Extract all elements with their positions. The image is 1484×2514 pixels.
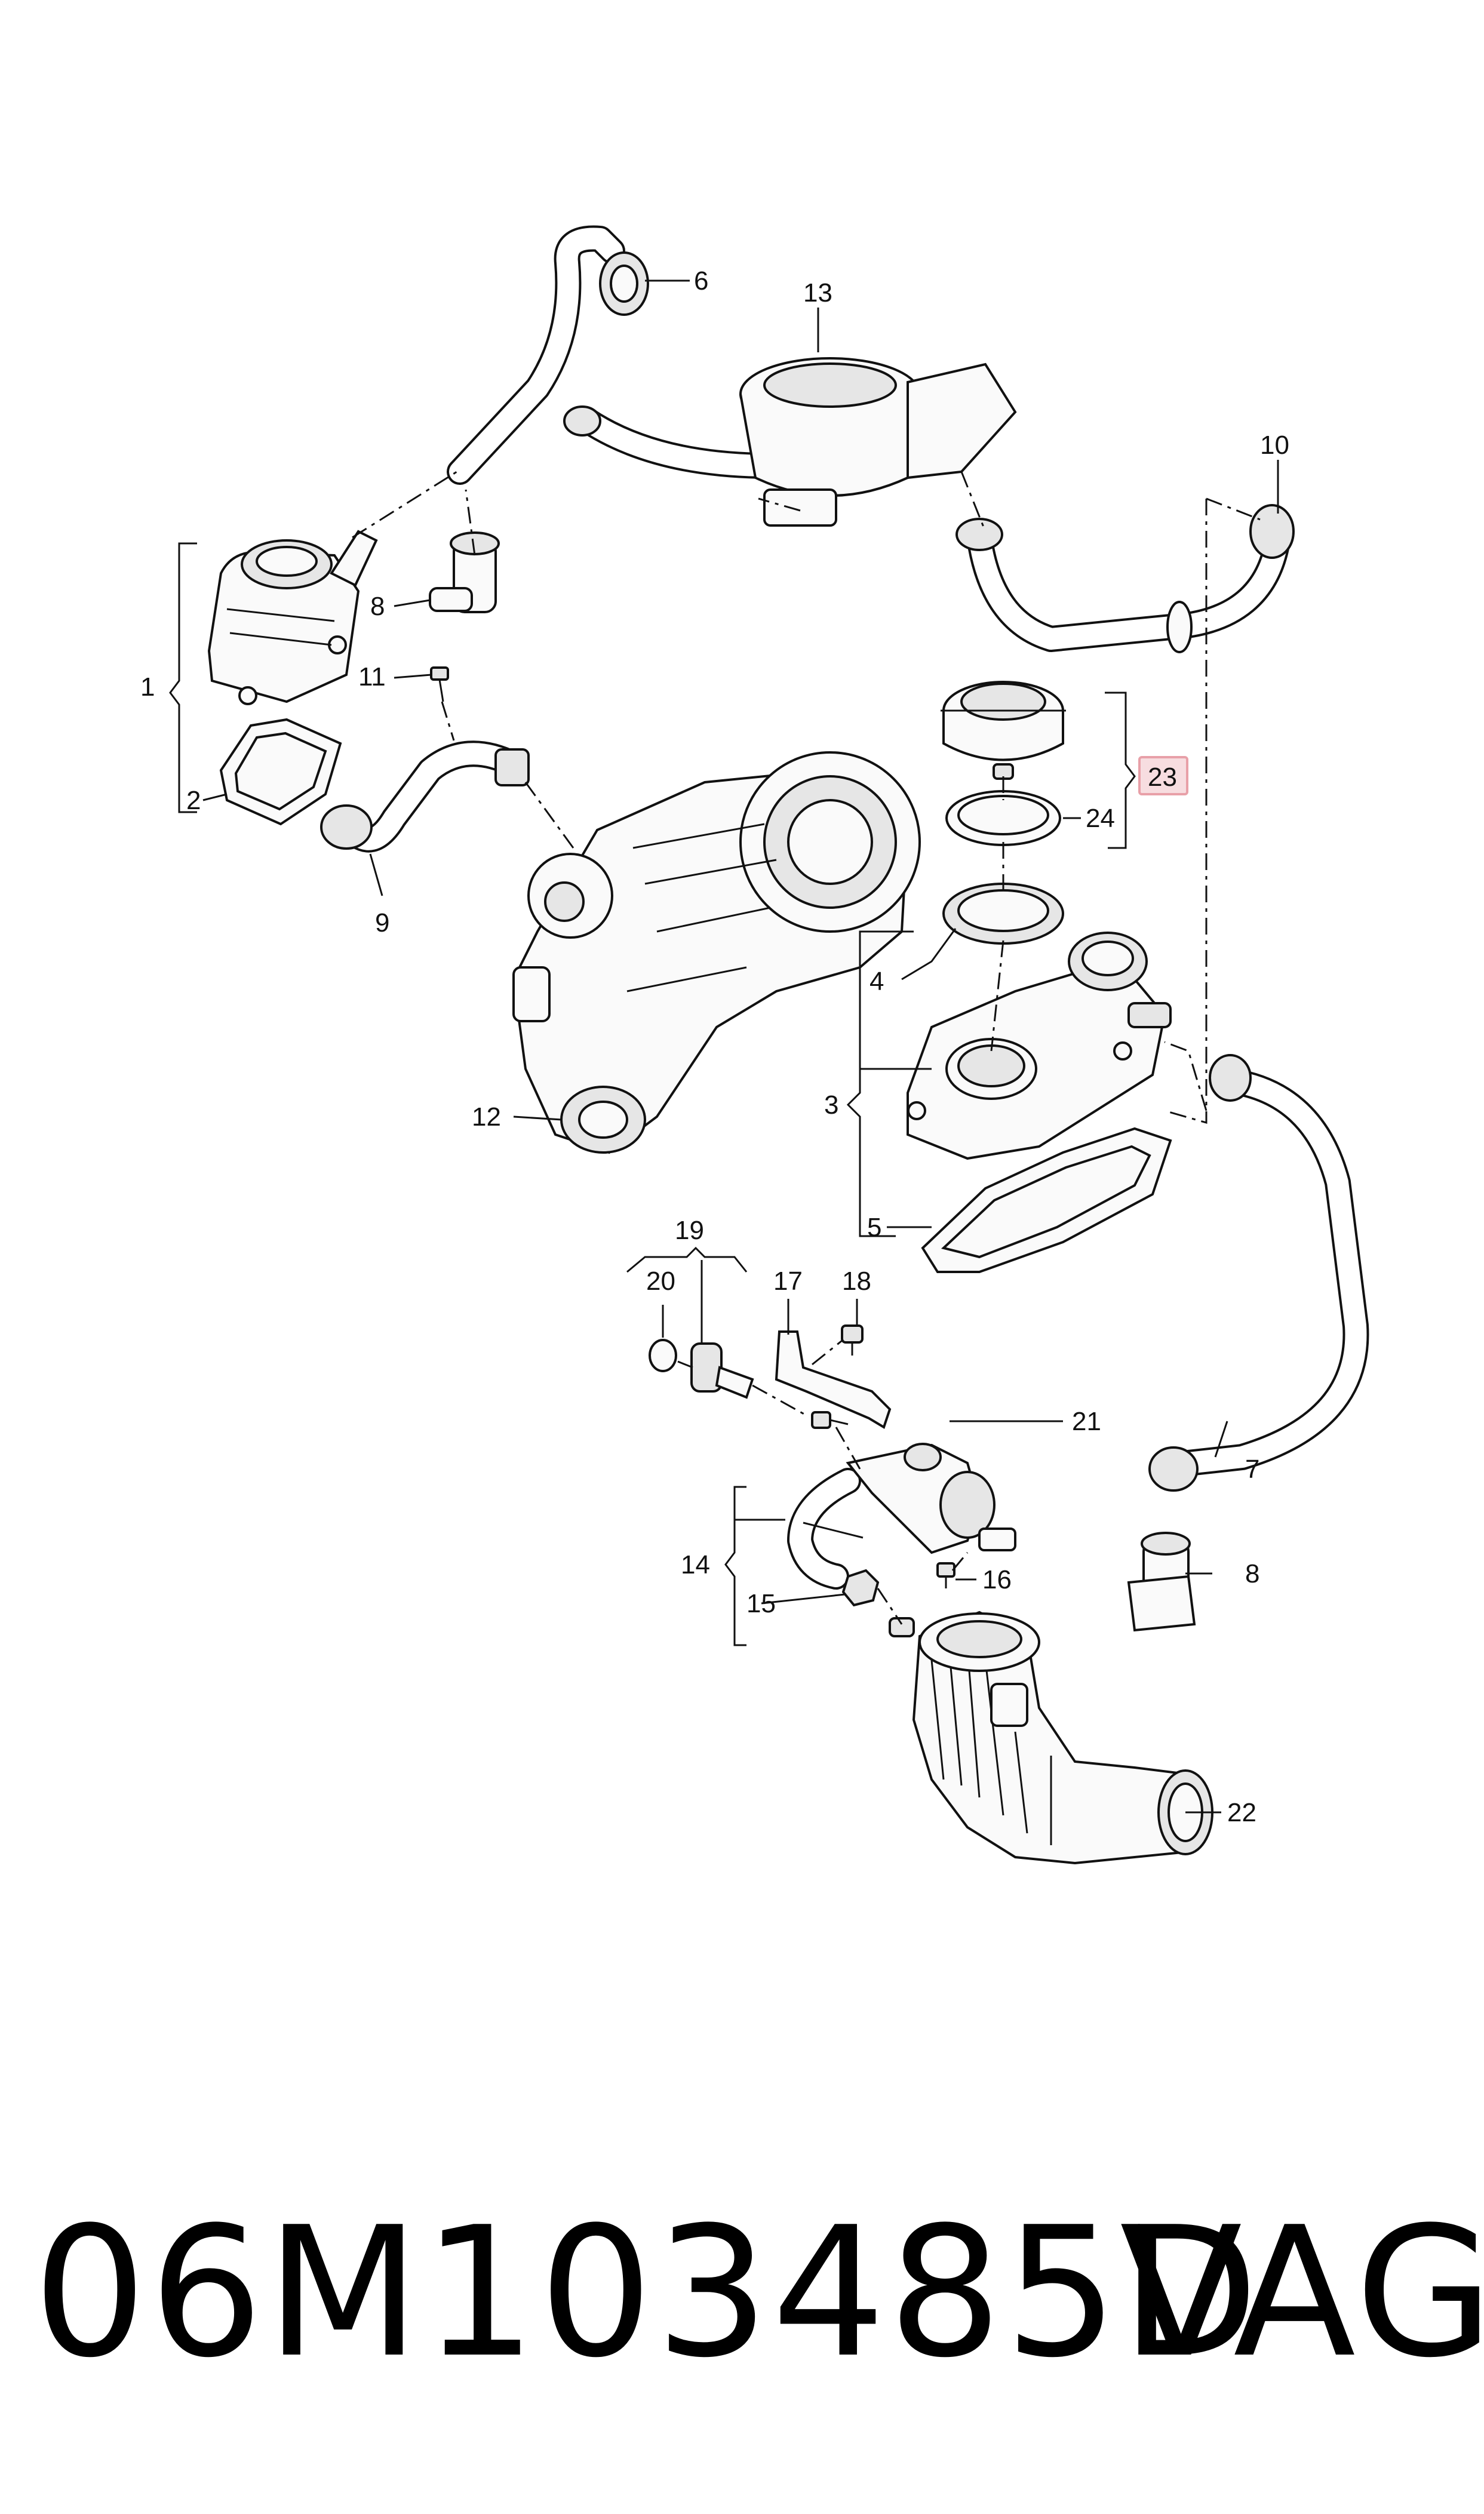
part-1-oil-separator: [207, 530, 378, 705]
callout-17: 17: [773, 1267, 803, 1296]
callout-12: 12: [472, 1102, 501, 1132]
part-22-intake-duct: [889, 1611, 1213, 1865]
callout-23: 23: [1148, 763, 1177, 792]
callout-1: 1: [140, 672, 155, 702]
callout-7: 7: [1245, 1455, 1259, 1484]
callout-6: 6: [694, 266, 708, 296]
part-20-o-ring: [649, 1339, 677, 1372]
part-23-cap: [942, 681, 1064, 780]
callout-labels: 1 2 3 4 5 6 7 8 8 9 10 11 12 13 14 15 16…: [140, 266, 1289, 1827]
callout-8-upper: 8: [370, 592, 385, 621]
callout-11: 11: [358, 662, 386, 691]
part-8-fitting-lower: [1127, 1532, 1196, 1632]
part-6-hose: [447, 225, 649, 485]
part-number: 06M103485D: [33, 2189, 1261, 2397]
part-7-hose: [1148, 1054, 1369, 1492]
callout-13: 13: [803, 278, 832, 308]
callout-18: 18: [842, 1267, 871, 1296]
callout-5: 5: [867, 1213, 881, 1242]
callout-24: 24: [1086, 804, 1115, 833]
callout-20: 20: [646, 1267, 675, 1296]
part-15-nut: [841, 1569, 880, 1607]
callout-3: 3: [824, 1090, 838, 1120]
part-19-connector: [690, 1342, 754, 1399]
part-10-hose: [955, 504, 1295, 653]
part-5-gasket: [921, 1127, 1172, 1273]
callout-21: 21: [1072, 1407, 1101, 1436]
callout-15: 15: [746, 1589, 776, 1618]
part-9-hose: [320, 740, 530, 853]
callout-16: 16: [982, 1565, 1012, 1594]
assembly-lines: [352, 471, 1261, 1625]
part-21-screw: [811, 1411, 849, 1429]
callout-23-highlight: [1138, 756, 1188, 795]
part-11-screw: [430, 666, 449, 702]
exploded-parts-diagram: 1 2 3 4 5 6 7 8 8 9 10 11 12 13 14 15 16…: [140, 225, 1369, 1865]
callout-22: 22: [1227, 1798, 1256, 1827]
callout-2: 2: [186, 786, 201, 815]
brand-name: VAG: [1120, 2189, 1484, 2397]
callout-9: 9: [375, 908, 389, 938]
part-3-oil-separator-housing: [907, 932, 1172, 1160]
part-2-gasket: [219, 718, 342, 826]
callout-10: 10: [1260, 431, 1289, 460]
part-12-turbocharger: [512, 751, 921, 1154]
callout-8-lower: 8: [1245, 1559, 1259, 1588]
callout-4: 4: [869, 967, 884, 996]
leader-lines: [169, 279, 1279, 1814]
callout-19: 19: [675, 1216, 704, 1245]
part-17-bracket: [775, 1330, 892, 1429]
part-8-fitting-upper: [429, 531, 500, 613]
part-13-intake-pipe: [563, 357, 1017, 527]
part-14-hose-valve: [787, 1443, 1016, 1590]
part-18-screw: [841, 1324, 864, 1356]
callout-14: 14: [681, 1550, 710, 1579]
part-4-seal: [942, 883, 1064, 945]
part-16-screw: [936, 1562, 955, 1588]
